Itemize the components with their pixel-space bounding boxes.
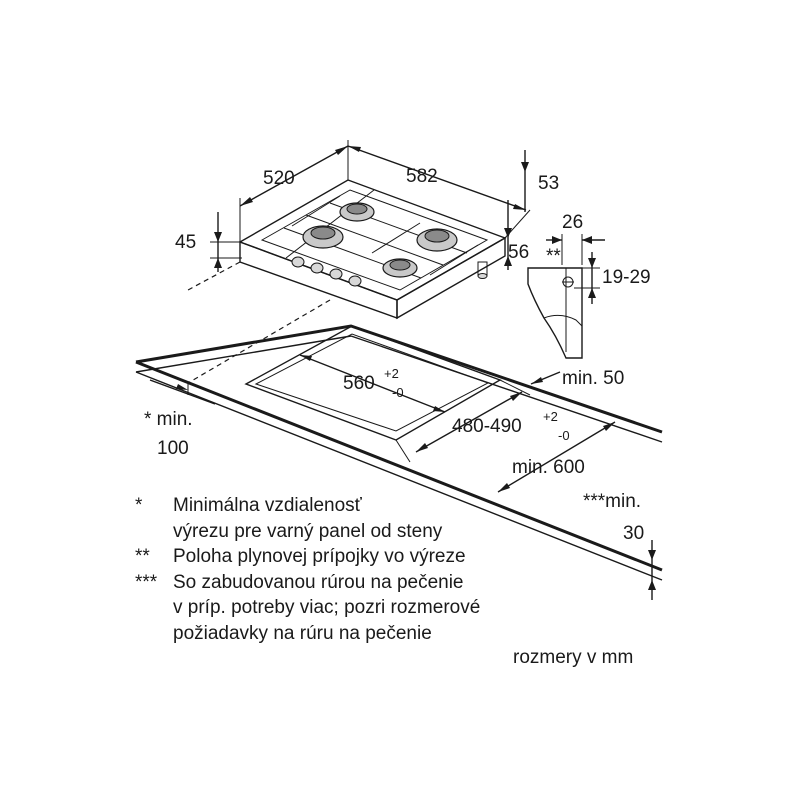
legend-mark-3: ***	[135, 571, 158, 593]
cutout-width-tol-plus: +2	[384, 366, 399, 381]
gas-connection-icon	[477, 261, 488, 279]
dim-connection-offset: 26	[562, 212, 583, 233]
gas-burner-icon	[302, 225, 344, 249]
dim-connection-height: 19-29	[602, 267, 651, 288]
legend-mark-2: **	[135, 546, 150, 567]
legend-text-3b: v príp. potreby viac; pozri rozmerové	[173, 597, 481, 618]
cooktop	[238, 179, 507, 320]
min-wall-line1: ***min.	[583, 491, 641, 512]
cooktop-dimensions	[210, 140, 531, 272]
dim-length: 582	[406, 166, 438, 187]
dim-depth-right: 53	[538, 173, 559, 194]
min-wall-line2: 30	[623, 523, 644, 544]
dim-connection-depth: 56	[508, 242, 529, 263]
legend-text-2a: Poloha plynovej prípojky vo výreze	[173, 546, 466, 567]
cutout-dimensions	[149, 354, 656, 600]
dim-height: 45	[175, 232, 196, 253]
worktop-min-depth: min. 600	[512, 457, 585, 478]
legend: * Minimálna vzdialenosť výrezu pre varný…	[135, 493, 615, 653]
dim-width: 520	[263, 168, 295, 189]
cutout-depth: 480-490	[452, 416, 522, 437]
worktop-min-back: min. 50	[562, 368, 624, 389]
gas-burner-icon	[339, 202, 375, 222]
cutout-width: 560	[343, 373, 375, 394]
legend-text-3c: požiadavky na rúru na pečenie	[173, 622, 432, 644]
gas-connection-detail	[527, 234, 605, 359]
cutout-depth-tol-minus: -0	[558, 428, 570, 443]
cutout-depth-tol-plus: +2	[543, 409, 558, 424]
legend-mark-1: *	[135, 495, 143, 516]
min-side-line1: * min.	[144, 409, 193, 430]
connection-mark: **	[546, 246, 561, 267]
worktop	[135, 261, 663, 581]
legend-text-1b: výrezu pre varný panel od steny	[173, 520, 443, 542]
min-side-line2: 100	[157, 438, 189, 459]
gas-burner-icon	[382, 258, 418, 278]
control-knob-icon	[291, 256, 362, 287]
gas-burner-icon	[416, 228, 458, 252]
cutout-width-tol-minus: -0	[392, 385, 404, 400]
legend-text-3a: So zabudovanou rúrou na pečenie	[173, 571, 464, 593]
units-note: rozmery v mm	[513, 647, 634, 668]
legend-text-1a: Minimálna vzdialenosť	[173, 495, 362, 516]
